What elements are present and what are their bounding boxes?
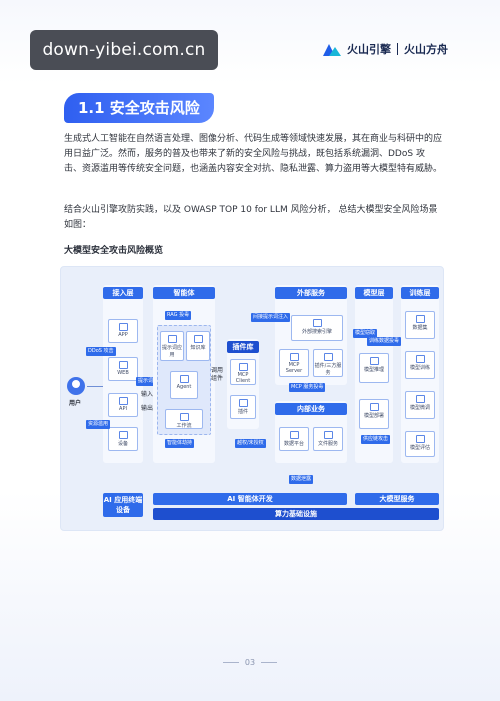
training-node-eval: 模型评估: [405, 431, 435, 457]
external-header: 外部服务: [275, 287, 347, 299]
bar-ai-dev: AI 智能体开发: [153, 493, 347, 505]
doc-icon: [167, 335, 177, 343]
model-header: 模型层: [355, 287, 393, 299]
brand-header: 火山引擎 火山方舟: [323, 41, 448, 57]
internal-node-data: 数据平台: [279, 427, 309, 451]
tag-training-poison: 训练数据投毒: [367, 337, 402, 346]
chip-icon: [369, 357, 379, 365]
cloud-icon: [369, 403, 379, 411]
bar-model-service: 大模型服务: [355, 493, 439, 505]
access-node-app: APP: [108, 319, 138, 343]
device-icon: [118, 431, 128, 439]
access-node-web: WEB: [108, 357, 138, 381]
intro-paragraph: 生成式人工智能在自然语言处理、图像分析、代码生成等领域快速发展，其在商业与科研中…: [64, 134, 443, 174]
tag-supply-chain: 供应链攻击: [361, 435, 391, 444]
folder-icon: [323, 431, 333, 439]
external-node-third-party: 插件/三方服务: [313, 349, 343, 377]
internal-node-file: 文件服务: [313, 427, 343, 451]
search-icon: [312, 319, 322, 327]
training-node-finetune: 模型微调: [405, 391, 435, 419]
tag-data-leak: 数据泄露: [289, 475, 314, 484]
robot-icon: [179, 375, 189, 383]
access-node-device: 设备: [108, 427, 138, 451]
brand-volcengine: 火山引擎: [347, 43, 391, 56]
puzzle-icon: [238, 399, 248, 407]
risk-diagram: 用户 接入层 APP WEB API 设备 DDoS 攻击 提示词注入 资源滥用…: [60, 266, 444, 531]
user-arrow: [87, 386, 103, 387]
input-label: 输入: [141, 391, 154, 398]
agent-node-prompt: 提示词应用: [160, 331, 184, 361]
tag-model-theft: 模型窃取: [353, 329, 378, 338]
external-node-search: 外部搜索引擎: [291, 315, 343, 341]
access-node-api: API: [108, 393, 138, 417]
bar-compute: 算力基础设施: [153, 508, 439, 520]
bar-ai-app: AI 应用终端设备: [103, 493, 143, 517]
dataset-icon: [415, 315, 425, 323]
user-icon: [67, 377, 85, 395]
plugin-header: 插件库: [227, 341, 259, 353]
tag-rag-poison: RAG 投毒: [165, 311, 192, 320]
model-node-inference: 模型推理: [359, 353, 389, 383]
brand-ark: 火山方舟: [404, 43, 448, 56]
link-icon: [323, 353, 333, 361]
book-icon: [193, 335, 203, 343]
tag-ddos: DDoS 攻击: [86, 347, 116, 356]
access-header: 接入层: [103, 287, 143, 299]
external-node-mcp-server: MCP Server: [279, 349, 309, 377]
training-header: 训练层: [401, 287, 439, 299]
figure-title: 大模型安全攻击风险概览: [64, 246, 164, 256]
user-label: 用户: [69, 400, 82, 407]
database-icon: [289, 431, 299, 439]
call-label: 调用组件: [211, 367, 224, 382]
summary-paragraph: 结合火山引擎攻防实践，以及 OWASP TOP 10 for LLM 风险分析，…: [64, 205, 438, 230]
gpu-icon: [415, 355, 425, 363]
brand-divider: [397, 43, 398, 55]
model-node-deploy: 模型部署: [359, 399, 389, 429]
section-title: 1.1 安全攻击风险: [64, 93, 214, 123]
mcp-icon: [238, 363, 248, 371]
output-label: 输出: [141, 405, 154, 412]
tune-icon: [415, 395, 425, 403]
server-icon: [289, 353, 299, 361]
flow-icon: [179, 413, 189, 421]
volcano-logo-icon: [323, 42, 341, 56]
agent-node-kb: 知识库: [186, 331, 210, 361]
monitor-icon: [118, 361, 128, 369]
tag-prompt-inject: 提示词注入: [136, 377, 166, 386]
tag-agent-hijack: 智能体劫持: [165, 439, 195, 448]
training-node-train: 模型训练: [405, 351, 435, 379]
agent-header: 智能体: [153, 287, 215, 299]
tag-unauth: 越权/未授权: [235, 439, 266, 448]
tag-mcp-poison: MCP 服务投毒: [289, 383, 326, 392]
agent-node-workflow: 工作流: [165, 409, 203, 429]
tag-indirect-inject: 间接提示词注入: [251, 313, 291, 322]
plugin-node-mcp: MCP Client: [230, 359, 256, 385]
training-node-dataset: 数据集: [405, 311, 435, 339]
chart-icon: [415, 435, 425, 443]
plugin-node-plugin: 插件: [230, 395, 256, 419]
page-number: 03: [0, 658, 500, 667]
watermark-banner: down-yibei.com.cn: [30, 30, 218, 70]
tag-abuse: 资源滥用: [86, 420, 111, 429]
api-icon: [118, 397, 128, 405]
phone-icon: [118, 323, 128, 331]
agent-node-agent: Agent: [170, 371, 198, 399]
internal-header: 内部业务: [275, 403, 347, 415]
